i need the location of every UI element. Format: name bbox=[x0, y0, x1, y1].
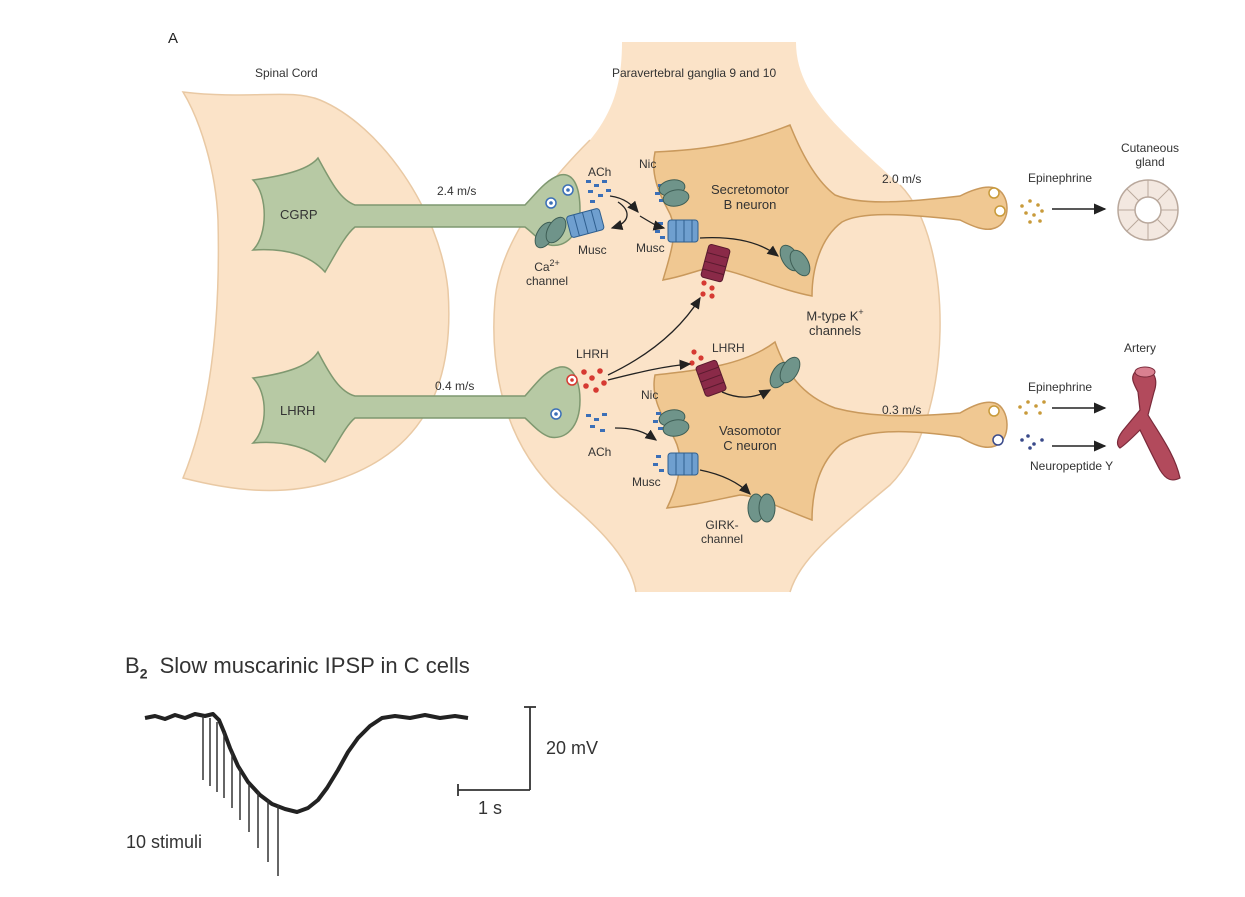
epinephrine-top-label: Epinephrine bbox=[1028, 171, 1093, 185]
scale-time-label: 1 s bbox=[478, 798, 503, 818]
musc-presynaptic-label: Musc bbox=[578, 243, 607, 257]
ipsp-trace bbox=[144, 712, 469, 876]
m-type-k-line-2: channels bbox=[808, 323, 862, 339]
ca-channel-text-2: channel bbox=[525, 274, 569, 288]
artery-label: Artery bbox=[1124, 341, 1157, 355]
ach-dots-bottom bbox=[586, 412, 664, 472]
npy-dots bbox=[1020, 434, 1044, 450]
nic-receptor-bottom bbox=[658, 409, 690, 437]
panel-b-heading: Slow muscarinic IPSP in C cells bbox=[159, 653, 470, 678]
lhrh-receptor-label: LHRH bbox=[712, 341, 745, 355]
ca-channel-label: Ca2+ channel bbox=[517, 258, 577, 288]
epinephrine-dots-bottom bbox=[1018, 400, 1046, 415]
epinephrine-bottom-label: Epinephrine bbox=[1028, 380, 1093, 394]
m-type-k-label: M-type K+ channels bbox=[795, 307, 875, 338]
ganglion-tissue-edge bbox=[789, 184, 941, 593]
lhrh-release-label: LHRH bbox=[576, 347, 609, 361]
cutaneous-gland bbox=[1117, 179, 1179, 241]
ca-channel bbox=[534, 216, 567, 249]
stimuli-label: 10 stimuli bbox=[126, 832, 203, 852]
vasomotor-c-neuron bbox=[653, 340, 1008, 522]
secretomotor-line-1: Secretomotor bbox=[710, 182, 790, 197]
panel-a-label: A bbox=[168, 30, 179, 47]
cutaneous-line-1: Cutaneous bbox=[1120, 141, 1180, 155]
musc-c-label: Musc bbox=[632, 475, 661, 489]
cgrp-label: CGRP bbox=[280, 207, 318, 222]
ach-bottom-label: ACh bbox=[588, 445, 612, 459]
musc-receptor-b bbox=[667, 219, 699, 243]
speed-top-label: 2.4 m/s bbox=[437, 184, 477, 198]
lhrh-neuron-label: LHRH bbox=[280, 403, 316, 418]
spinal-cord-tissue bbox=[181, 91, 450, 492]
vasomotor-line-2: C neuron bbox=[723, 438, 777, 453]
m-type-k-channel-c bbox=[769, 356, 801, 389]
cutaneous-line-2: gland bbox=[1135, 155, 1165, 169]
lhrh-receptor-c bbox=[695, 359, 727, 397]
output-arrows bbox=[1052, 203, 1107, 452]
m-type-k-sup: + bbox=[858, 307, 864, 317]
girk-label: GIRK- channel bbox=[692, 518, 752, 546]
vesicle-group bbox=[545, 184, 1006, 446]
spinal-cord-label: Spinal Cord bbox=[255, 66, 318, 80]
artery bbox=[1116, 366, 1181, 481]
nic-receptor-top bbox=[658, 179, 690, 207]
musc-b-label: Musc bbox=[636, 241, 665, 255]
vasomotor-line-1: Vasomotor bbox=[719, 423, 781, 438]
cutaneous-gland-label: Cutaneous gland bbox=[1110, 141, 1190, 169]
ca-channel-sup: 2+ bbox=[549, 258, 560, 268]
lhrh-receptor-b bbox=[700, 243, 731, 283]
neuropeptide-label: Neuropeptide Y bbox=[1030, 459, 1114, 473]
m-type-k-channel bbox=[779, 244, 811, 277]
musc-receptor-c bbox=[667, 452, 699, 476]
signal-arrows bbox=[607, 195, 780, 495]
lhrh-dots bbox=[581, 280, 715, 393]
epinephrine-dots-top bbox=[1020, 199, 1044, 224]
ca-channel-text: Ca bbox=[534, 260, 550, 274]
girk-line-1: GIRK- bbox=[705, 518, 739, 532]
secretomotor-b-neuron bbox=[653, 124, 1008, 297]
nic-bottom-label: Nic bbox=[641, 388, 659, 402]
musc-receptor-presynaptic bbox=[566, 208, 605, 238]
ganglia-label: Paravertebral ganglia 9 and 10 bbox=[612, 66, 777, 80]
ach-top-label: ACh bbox=[588, 165, 612, 179]
scale-voltage-label: 20 mV bbox=[546, 738, 599, 758]
lhrh-neuron bbox=[251, 350, 581, 464]
secretomotor-line-2: B neuron bbox=[723, 197, 777, 212]
speed-bottom-label: 0.4 m/s bbox=[435, 379, 475, 393]
panel-b-sub: 2 bbox=[139, 665, 148, 682]
cgrp-neuron bbox=[251, 156, 581, 274]
panel-b-label: B bbox=[125, 653, 140, 678]
m-type-k-line-1: M-type K bbox=[806, 308, 859, 324]
speed-out-top-label: 2.0 m/s bbox=[882, 172, 922, 186]
scale-bar bbox=[457, 706, 536, 796]
speed-out-bottom-label: 0.3 m/s bbox=[882, 403, 922, 417]
girk-line-2: channel bbox=[700, 532, 744, 546]
panel-b-title: B2 Slow muscarinic IPSP in C cells bbox=[125, 653, 470, 681]
secretomotor-label: Secretomotor B neuron bbox=[700, 182, 800, 212]
vasomotor-label: Vasomotor C neuron bbox=[705, 423, 795, 453]
nic-top-label: Nic bbox=[639, 157, 657, 171]
girk-channel bbox=[747, 493, 776, 523]
